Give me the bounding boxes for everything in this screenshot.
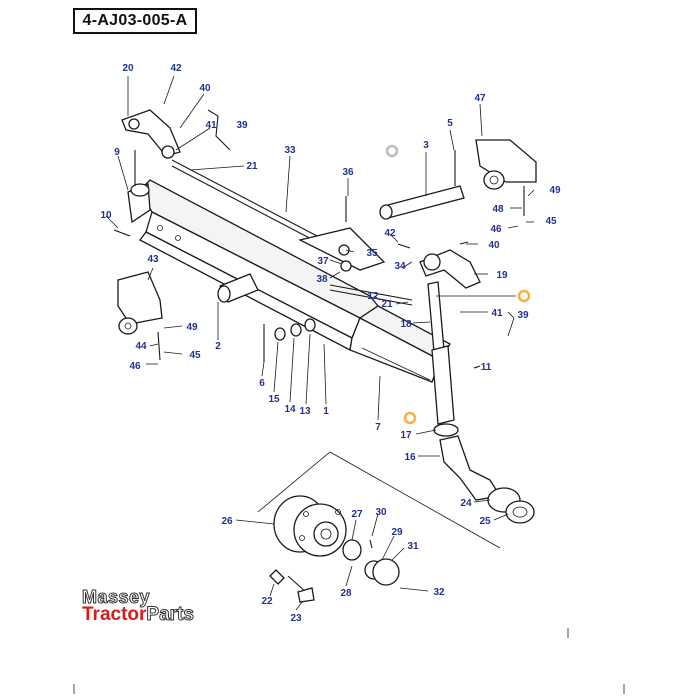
washers — [274, 318, 316, 341]
callout-label: 29 — [391, 527, 403, 538]
callout-label: 39 — [236, 120, 248, 131]
callout-label: 18 — [400, 319, 412, 330]
highlight-markers — [385, 144, 531, 425]
callout-label: 32 — [433, 587, 445, 598]
scan-marks — [73, 628, 625, 694]
callout-label: 38 — [316, 274, 328, 285]
callout-label: 5 — [447, 118, 453, 129]
steering-arm-right — [419, 249, 481, 289]
brand-word-tractorparts: TractorParts — [82, 604, 195, 625]
callout-label: 36 — [342, 167, 354, 178]
callout-label: 37 — [317, 256, 329, 267]
callout-label: 41 — [491, 308, 503, 319]
callout-label: 33 — [284, 145, 296, 156]
callout-label: 49 — [549, 185, 561, 196]
callout-label: 16 — [404, 452, 416, 463]
callout-label: 41 — [205, 120, 217, 131]
pivot-pin — [379, 150, 465, 220]
callout-label: 46 — [129, 361, 141, 372]
callout-label: 42 — [384, 228, 396, 239]
callout-label: 28 — [340, 588, 352, 599]
callout-label: 23 — [290, 613, 302, 624]
callout-label: 40 — [488, 240, 500, 251]
callout-label: 3 — [423, 140, 429, 151]
callout-label: 39 — [517, 310, 529, 321]
leader-lines — [105, 75, 535, 611]
callout-label: 26 — [221, 516, 233, 527]
callout-label: 45 — [545, 216, 557, 227]
callout-label: 22 — [261, 596, 273, 607]
callout-label: 45 — [189, 350, 201, 361]
callout-labels: 20 42 40 41 39 21 9 33 3 5 47 36 49 48 4… — [100, 63, 561, 624]
reference-code: 4-AJ03-005-A — [82, 12, 188, 29]
callout-label: 46 — [490, 224, 502, 235]
reference-code-box: 4-AJ03-005-A — [73, 8, 197, 34]
callout-label: 21 — [246, 161, 258, 172]
callout-label: 17 — [400, 430, 412, 441]
callout-label: 21 — [381, 299, 393, 310]
brand-word-tractor: Tractor — [82, 604, 147, 625]
center-linkage — [298, 227, 386, 272]
steering-arm-left — [121, 109, 231, 159]
callout-label: 20 — [122, 63, 134, 74]
callout-label: 35 — [366, 248, 378, 259]
callout-label: 14 — [284, 404, 296, 415]
callout-label: 2 — [215, 341, 221, 352]
callout-label: 47 — [474, 93, 486, 104]
wheel-stud — [269, 569, 315, 603]
hub-group-outline — [257, 451, 501, 549]
callout-label: 27 — [351, 509, 363, 520]
brand-word-massey: Massey — [82, 587, 151, 607]
placeholder-marker — [385, 144, 399, 158]
callout-label: 24 — [460, 498, 472, 509]
spindle — [427, 281, 502, 501]
outer-bearing — [342, 539, 400, 586]
callout-label: 31 — [407, 541, 419, 552]
callout-label: 7 — [375, 422, 381, 433]
callout-label: 10 — [100, 210, 112, 221]
callout-label: 12 — [367, 291, 379, 302]
callout-label: 9 — [114, 147, 120, 158]
callout-label: 42 — [170, 63, 182, 74]
brand-word-parts: Parts — [146, 604, 195, 625]
left-pivot — [127, 150, 151, 224]
bolts — [113, 186, 525, 369]
callout-label: 43 — [147, 254, 159, 265]
callout-label: 49 — [186, 322, 198, 333]
wheel-hub — [273, 495, 347, 557]
callout-label: 19 — [496, 270, 508, 281]
callout-label: 40 — [199, 83, 211, 94]
highlight-marker — [517, 289, 531, 303]
seal-bearing — [487, 487, 535, 524]
callout-label: 44 — [135, 341, 147, 352]
bracket-left — [117, 271, 163, 335]
bracket-right — [475, 139, 537, 190]
bushing — [217, 273, 259, 303]
callout-label: 1 — [323, 406, 329, 417]
callout-label: 11 — [481, 362, 492, 373]
callout-label: 15 — [268, 394, 280, 405]
callout-label: 30 — [375, 507, 387, 518]
callout-label: 48 — [492, 204, 504, 215]
highlight-marker — [403, 411, 417, 425]
callout-label: 34 — [394, 261, 406, 272]
callout-label: 13 — [299, 406, 311, 417]
callout-label: 25 — [479, 516, 491, 527]
brand-logo: Massey TractorParts — [82, 587, 195, 625]
callout-label: 6 — [259, 378, 265, 389]
